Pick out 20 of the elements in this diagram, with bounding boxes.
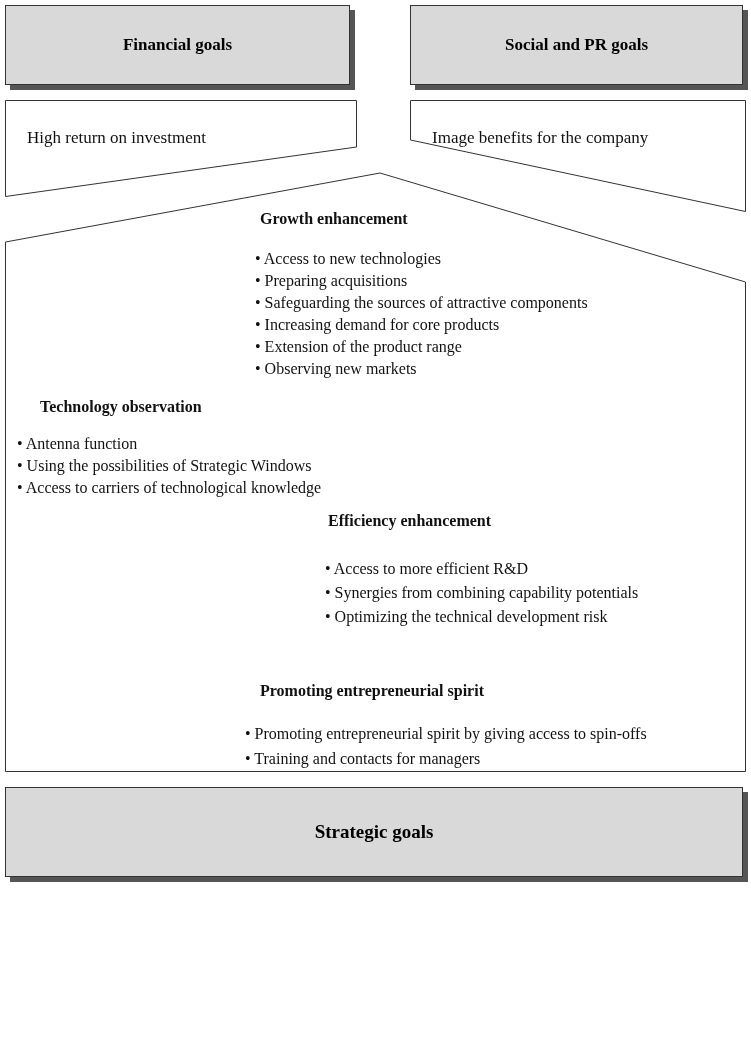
bullet-item: • Training and contacts for managers: [245, 750, 481, 768]
goal-text: Image benefits for the company: [432, 128, 649, 148]
bullet-item: • Access to more efficient R&D: [325, 560, 529, 578]
bullet-item: • Synergies from combining capability potentials: [325, 584, 639, 602]
bullet-item: • Observing new markets: [255, 360, 417, 378]
bullet-item: • Antenna function: [17, 435, 138, 453]
bullet-item: • Preparing acquisitions: [255, 272, 408, 290]
section-heading: Technology observation: [40, 398, 202, 416]
section-heading: Growth enhancement: [260, 210, 408, 228]
bullet-item: • Using the possibilities of Strategic Windows: [17, 457, 312, 475]
bullet-item: • Access to carriers of technological knowledge: [17, 479, 322, 497]
section-heading: Promoting entrepreneurial spirit: [260, 682, 484, 700]
bullet-item: • Safeguarding the sources of attractive components: [255, 294, 588, 312]
bullet-item: • Promoting entrepreneurial spirit by giving access to spin-offs: [245, 725, 647, 743]
bullet-item: • Increasing demand for core products: [255, 316, 500, 334]
goal-text: High return on investment: [27, 128, 206, 148]
bullet-item: • Extension of the product range: [255, 338, 462, 356]
section-heading: Efficiency enhancement: [328, 512, 492, 530]
bullet-item: • Optimizing the technical development risk: [325, 608, 608, 626]
bullet-item: • Access to new technologies: [255, 250, 441, 268]
